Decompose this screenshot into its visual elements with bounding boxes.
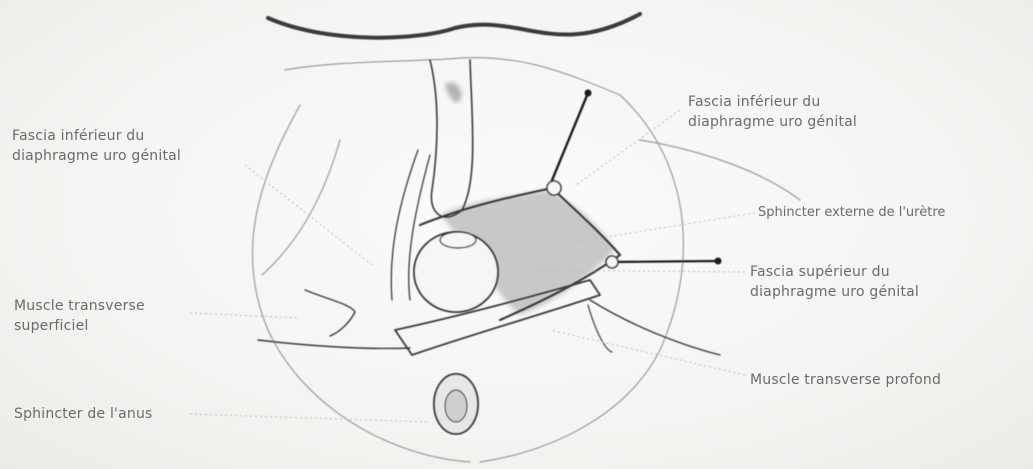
urethra-inner — [440, 232, 476, 248]
transverse-line-right — [590, 300, 720, 355]
label-line: diaphragme uro génital — [12, 146, 181, 166]
label-sphincter-anus: Sphincter de l'anus — [14, 404, 153, 424]
leader-fascia-inferieur-left — [245, 165, 372, 265]
label-line: Sphincter externe de l'urètre — [758, 203, 945, 223]
leader-muscle-transverse-superficiel — [190, 313, 300, 318]
label-sphincter-uretre: Sphincter externe de l'urètre — [758, 203, 945, 223]
label-muscle-transverse-profond: Muscle transverse profond — [750, 370, 941, 390]
label-line: diaphragme uro génital — [688, 112, 857, 132]
label-line: superficiel — [14, 316, 145, 336]
anus-inner — [445, 390, 467, 422]
pin-upper — [547, 90, 592, 196]
label-line: Fascia inférieur du — [12, 126, 181, 146]
central-crus-shade — [445, 82, 462, 102]
label-muscle-transverse-superficiel: Muscle transverse superficiel — [14, 296, 145, 336]
leader-fascia-inferieur-right — [576, 110, 680, 185]
right-thigh-line — [640, 140, 800, 200]
pubic-arch-curve — [268, 14, 640, 38]
label-line: Fascia inférieur du — [688, 92, 857, 112]
label-line: Sphincter de l'anus — [14, 404, 153, 424]
right-wedge — [588, 305, 612, 352]
leader-muscle-transverse-profond — [550, 330, 745, 375]
label-fascia-superieur: Fascia supérieur du diaphragme uro génit… — [750, 262, 919, 302]
transverse-line-left — [258, 340, 410, 348]
label-fascia-inferieur-right: Fascia inférieur du diaphragme uro génit… — [688, 92, 857, 132]
label-line: Fascia supérieur du — [750, 262, 919, 282]
left-thigh-line — [262, 140, 340, 275]
pin-right — [606, 256, 722, 268]
label-line: diaphragme uro génital — [750, 282, 919, 302]
leader-sphincter-anus — [190, 414, 430, 422]
label-fascia-inferieur-left: Fascia inférieur du diaphragme uro génit… — [12, 126, 181, 166]
label-line: Muscle transverse profond — [750, 370, 941, 390]
label-line: Muscle transverse — [14, 296, 145, 316]
left-muscle-tab — [305, 290, 355, 336]
